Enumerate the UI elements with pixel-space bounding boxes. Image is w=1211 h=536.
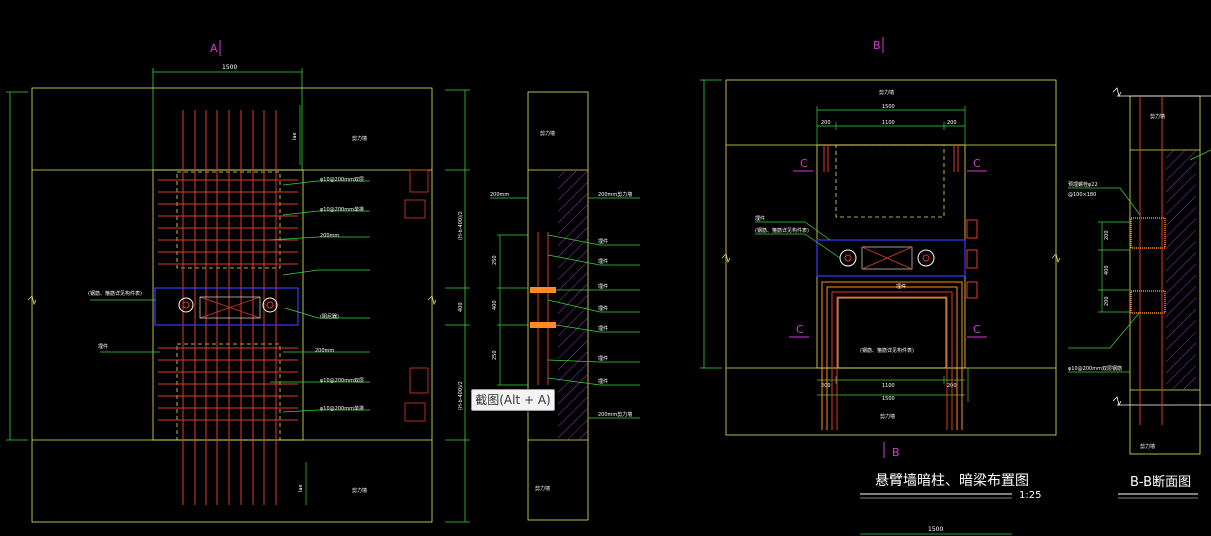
plan-a: A 1500 bbox=[6, 40, 470, 523]
note-rebar-1: φ10@200mm双层 bbox=[320, 177, 364, 183]
b-dim-200-r: 200 bbox=[947, 120, 957, 126]
bb-bottom-rebar: φ10@200mm双层钢筋 bbox=[1068, 365, 1122, 372]
b-dim-200-l: 200 bbox=[821, 120, 831, 126]
c-mark-3: C bbox=[796, 323, 804, 336]
dim-1500-top: 1500 bbox=[222, 64, 237, 71]
section-mark-b-bottom: B bbox=[892, 446, 900, 459]
note-damper: (阻尼器) bbox=[320, 313, 339, 320]
drawing-scale: 1:25 bbox=[1019, 490, 1041, 501]
side-dim-400: 400 bbox=[492, 300, 498, 310]
plan-b: B B 1500 200 1100 200 200 1100 200 1500 bbox=[700, 37, 1061, 535]
side-dim-250-top: 250 bbox=[492, 255, 498, 265]
b-dim-1100-bot: 1100 bbox=[882, 383, 895, 389]
side-note-5: 埋件 bbox=[598, 305, 608, 312]
dim-400-a: 400 bbox=[458, 302, 464, 312]
side-200mm: 200mm bbox=[490, 192, 509, 198]
b-note-rebar2: (钢筋、箍筋详见构件表) bbox=[755, 227, 809, 234]
note-rebar-2: φ10@200mm单排 bbox=[320, 206, 364, 213]
screenshot-tooltip: 截图(Alt + A) bbox=[471, 389, 555, 411]
wall-name-top: 剪力墙 bbox=[352, 135, 367, 142]
side-note-8: 埋件 bbox=[598, 378, 608, 385]
bb-dim-200-a: 200 bbox=[1104, 230, 1110, 240]
wall-name-bottom: 剪力墙 bbox=[352, 487, 367, 494]
wall-outline bbox=[31, 87, 433, 523]
b-note-damper: 埋件 bbox=[896, 283, 906, 290]
side-note-2: 埋件 bbox=[598, 238, 608, 245]
section-bb: 剪力墙 剪力墙 预埋螺栓φ22 @100×180 200 400 200 φ10… bbox=[1068, 87, 1211, 499]
side-section: 剪力墙 剪力墙 200mm 250 400 250 200mm剪力墙 埋件 bbox=[490, 91, 640, 521]
b-note-rebar: (钢筋、箍筋详见构件表) bbox=[860, 347, 914, 354]
b-dim-1100-top: 1100 bbox=[882, 120, 895, 126]
note-embed: 埋件 bbox=[98, 343, 108, 350]
bb-wall-bottom: 剪力墙 bbox=[1140, 443, 1155, 450]
section-title: B-B断面图 bbox=[1130, 475, 1191, 490]
note-200mm: 200mm bbox=[320, 233, 339, 239]
b-wall-bottom: 剪力墙 bbox=[880, 413, 895, 420]
note-rebar-detail: (钢筋、箍筋详见构件表) bbox=[88, 290, 142, 297]
bb-dim-400: 400 bbox=[1104, 265, 1110, 275]
bb-bolt: 预埋螺栓φ22 bbox=[1068, 181, 1098, 188]
side-note-1: 200mm剪力墙 bbox=[598, 191, 632, 198]
side-note-7: 埋件 bbox=[598, 355, 608, 362]
note-rebar-3: φ10@200mm双层 bbox=[320, 378, 364, 384]
bottom-dim-1500: 1500 bbox=[928, 526, 943, 533]
damper-box-b bbox=[816, 239, 966, 277]
plan-b-outline bbox=[725, 79, 1057, 436]
b-wall-top: 剪力墙 bbox=[879, 89, 894, 96]
bb-dim-200-b: 200 bbox=[1104, 296, 1110, 306]
side-note-9: 200mm剪力墙 bbox=[598, 411, 632, 418]
side-wall-bottom: 剪力墙 bbox=[535, 485, 550, 492]
section-mark-a: A bbox=[210, 42, 218, 55]
bb-wall-top: 剪力墙 bbox=[1150, 113, 1165, 120]
note-rebar-4: φ10@200mm单排 bbox=[320, 405, 364, 412]
c-mark-2: C bbox=[973, 157, 981, 170]
section-mark-b-top: B bbox=[873, 39, 881, 52]
side-note-6: 埋件 bbox=[598, 325, 608, 332]
drawing-title: 悬臂墙暗柱、暗梁布置图 bbox=[875, 473, 1029, 489]
dim-half-bot: (H-b-400)/2 bbox=[458, 381, 464, 410]
side-note-3: 埋件 bbox=[598, 258, 608, 265]
b-dim-200-bl: 200 bbox=[821, 383, 831, 389]
dim-lae-bottom: lae bbox=[298, 484, 304, 492]
side-note-4: 埋件 bbox=[598, 283, 608, 290]
b-dim-1500-bot: 1500 bbox=[882, 396, 895, 402]
b-dim-1500-top: 1500 bbox=[882, 104, 895, 110]
side-dim-250-bot: 250 bbox=[492, 350, 498, 360]
dim-lae-top: lae bbox=[292, 132, 298, 140]
b-note-embed: 埋件 bbox=[755, 215, 765, 222]
bb-bolt-spec: @100×180 bbox=[1068, 192, 1096, 198]
c-mark-4: C bbox=[973, 323, 981, 336]
dim-half-top: (H-b-400)/2 bbox=[458, 211, 464, 240]
side-wall-top: 剪力墙 bbox=[540, 130, 555, 137]
c-mark-1: C bbox=[800, 157, 808, 170]
damper-box-a bbox=[154, 287, 299, 326]
note-200mm-2: 200mm bbox=[315, 348, 334, 354]
